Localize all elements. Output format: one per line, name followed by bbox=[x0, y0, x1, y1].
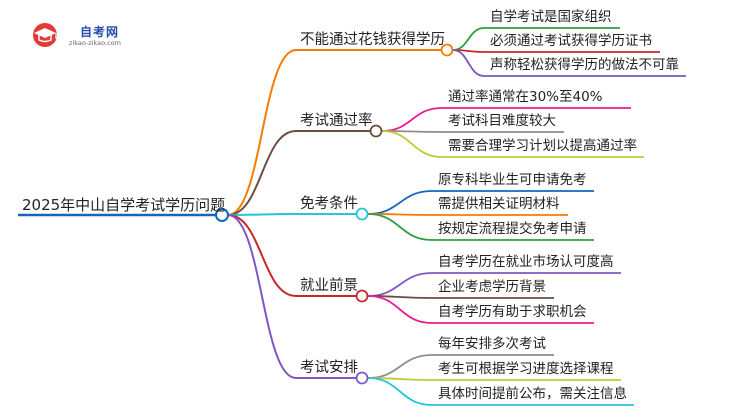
branch-label: 免考条件 bbox=[300, 196, 358, 212]
branch-label: 不能通过花钱获得学历 bbox=[300, 32, 445, 48]
leaf-label: 通过率通常在30%至40% bbox=[448, 89, 603, 105]
branch-connector bbox=[227, 213, 297, 216]
leaf-label: 自考学历有助于求职机会 bbox=[438, 304, 587, 320]
logo-subtitle: zikao-zikao.com bbox=[69, 39, 121, 47]
branch-node bbox=[355, 207, 369, 221]
leaf-label: 考试科目难度较大 bbox=[448, 113, 556, 129]
leaf-connector bbox=[381, 107, 443, 132]
branch-connector bbox=[227, 49, 297, 216]
leaf-connector bbox=[367, 354, 433, 379]
branch-connector bbox=[227, 130, 297, 216]
logo-title: 自考网 bbox=[80, 25, 120, 39]
leaf-label: 每年安排多次考试 bbox=[438, 336, 546, 352]
leaf-connector bbox=[367, 272, 433, 297]
graduation-cap-icon bbox=[33, 23, 57, 47]
branch-node bbox=[355, 289, 369, 303]
leaf-label: 声称轻松获得学历的做法不可靠 bbox=[490, 57, 679, 73]
branch-label: 就业前景 bbox=[300, 278, 358, 294]
leaf-connector bbox=[452, 27, 485, 51]
leaf-connector bbox=[367, 190, 433, 215]
leaf-label: 企业考虑学历背景 bbox=[438, 279, 546, 295]
branch-label: 考试通过率 bbox=[300, 113, 373, 129]
leaf-label: 具体时间提前公布，需关注信息 bbox=[438, 386, 627, 402]
branch-node bbox=[440, 43, 454, 57]
site-logo: 自考网 zikao-zikao.com bbox=[28, 20, 138, 50]
leaf-label: 自学考试是国家组织 bbox=[490, 9, 612, 25]
leaf-label: 必须通过考试获得学历证书 bbox=[490, 33, 652, 49]
leaf-connector bbox=[381, 130, 443, 158]
leaf-label: 需要合理学习计划以提高通过率 bbox=[448, 138, 637, 154]
branch-node bbox=[355, 371, 369, 385]
leaf-label: 自考学历在就业市场认可度高 bbox=[438, 254, 614, 270]
leaf-connector bbox=[367, 295, 433, 324]
leaf-label: 按规定流程提交免考申请 bbox=[438, 221, 587, 237]
branch-node bbox=[369, 124, 383, 138]
leaf-label: 原专科毕业生可申请免考 bbox=[438, 172, 587, 188]
branch-connector bbox=[227, 214, 297, 297]
root-label: 2025年中山自学考试学历问题 bbox=[22, 196, 226, 214]
root-node bbox=[215, 208, 229, 222]
leaf-connector bbox=[452, 49, 485, 77]
leaf-label: 需提供相关证明材料 bbox=[438, 196, 560, 212]
leaf-label: 考生可根据学习进度选择课程 bbox=[438, 361, 614, 377]
leaf-connector bbox=[367, 377, 433, 406]
branch-label: 考试安排 bbox=[300, 360, 358, 376]
leaf-connector bbox=[367, 213, 433, 241]
branch-connector bbox=[227, 214, 297, 379]
